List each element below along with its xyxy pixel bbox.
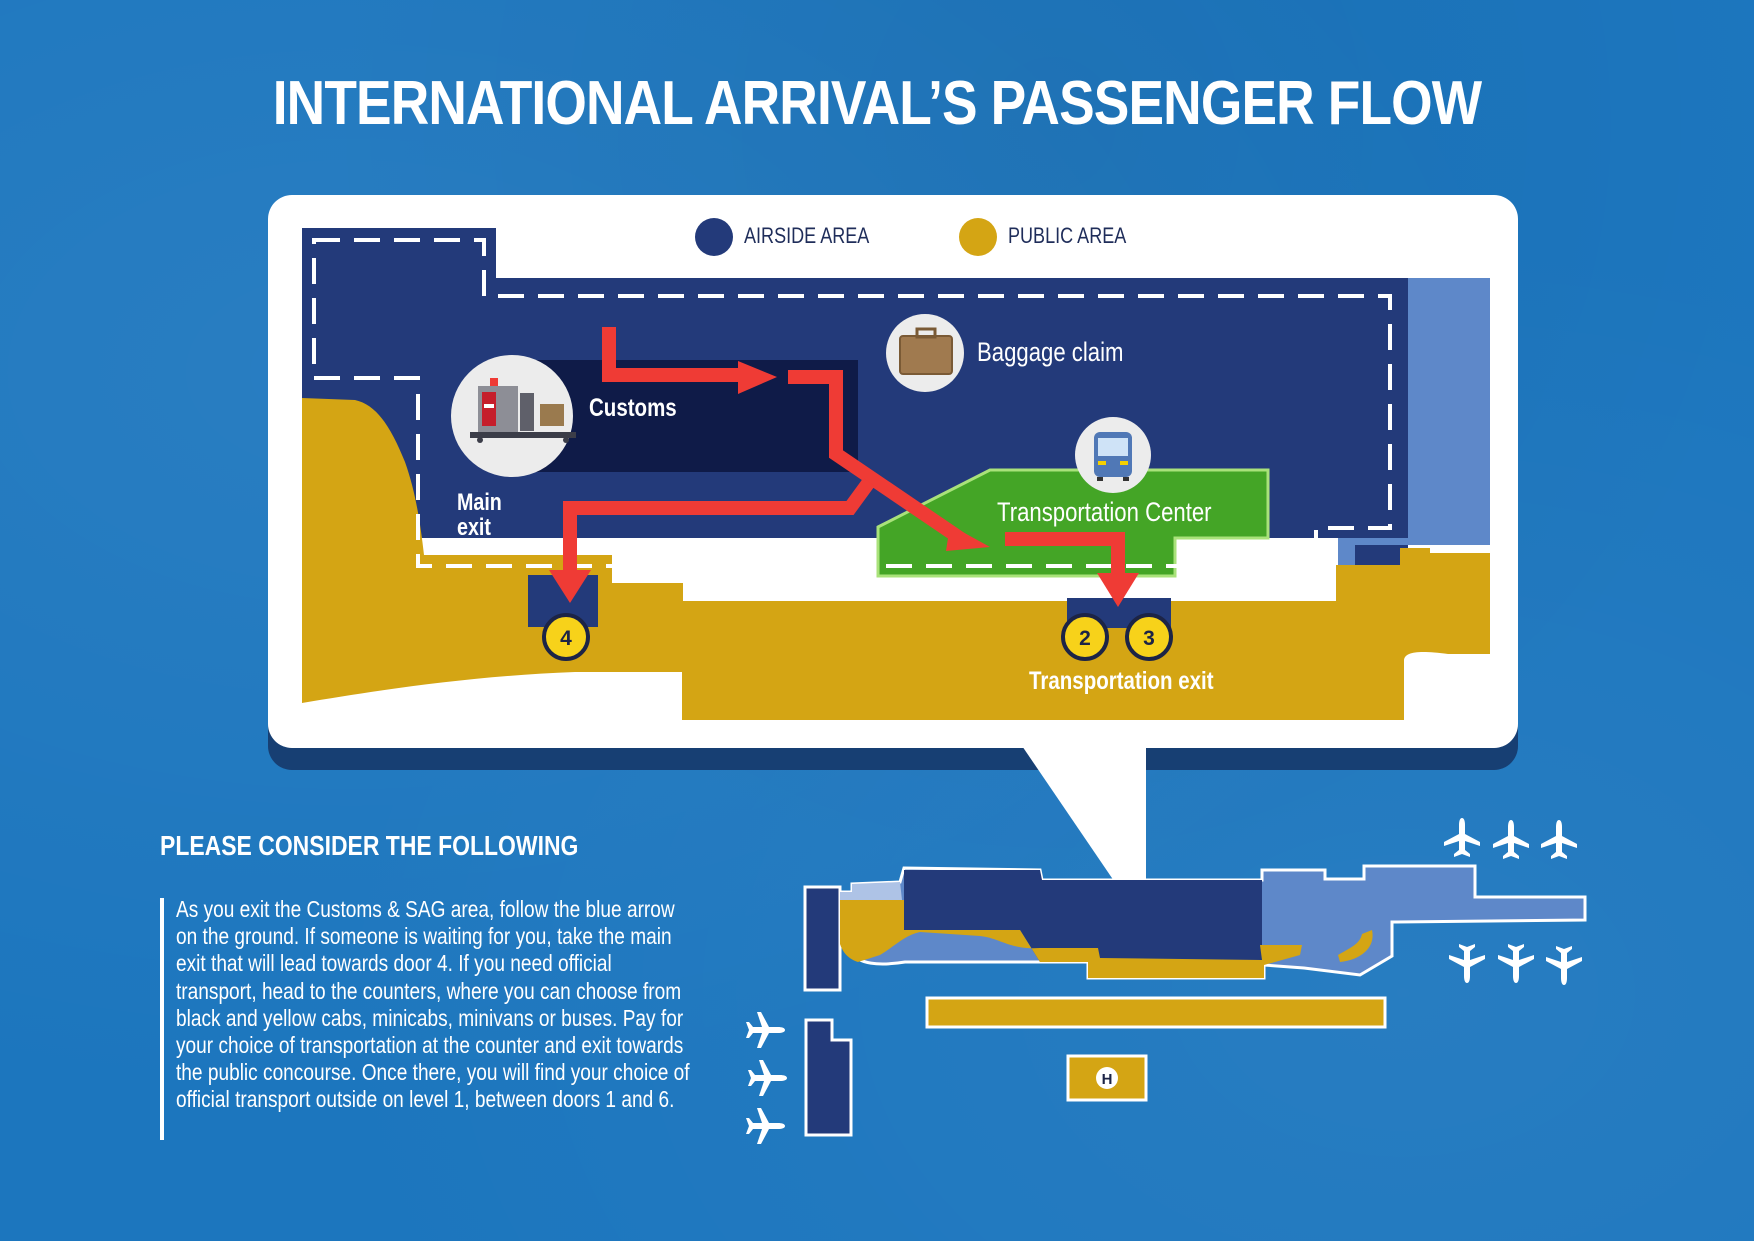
suitcase-icon	[886, 314, 964, 392]
legend-airside-label: AIRSIDE AREA	[744, 223, 870, 248]
bus-icon	[1075, 417, 1151, 493]
airplane-icon	[746, 1108, 785, 1144]
transportation-center	[876, 468, 1270, 578]
airplane-icon	[746, 1012, 785, 1048]
customs-label: Customs	[589, 394, 677, 422]
door-4-badge: 4	[542, 613, 590, 661]
arrow-to-main-exit	[563, 477, 875, 576]
passenger-route-boundary	[312, 238, 1392, 568]
helipad-label: H	[1102, 1071, 1113, 1088]
main-exit-line1: Main	[457, 489, 502, 516]
airplane-icon	[1444, 818, 1480, 857]
overview-map: H	[803, 864, 1587, 1137]
transportation-center-label: Transportation Center	[997, 497, 1212, 527]
main-exit-label: Main exit	[457, 490, 502, 540]
notes-accent-bar	[160, 898, 164, 1140]
airplane-icon	[748, 1060, 787, 1096]
customs-scanner-icon	[451, 355, 576, 477]
page-title: INTERNATIONAL ARRIVAL’S PASSENGER FLOW	[272, 69, 1482, 138]
door-2-badge: 2	[1061, 613, 1109, 661]
arrowhead-transport-center	[946, 525, 990, 551]
overview-curve-public	[1338, 930, 1373, 962]
airplane-icon	[1546, 946, 1582, 985]
overview-public	[840, 900, 1302, 978]
door-3-badge: 3	[1125, 613, 1173, 661]
overview-pier-left-top	[803, 885, 842, 992]
arrowhead-customs	[738, 361, 777, 394]
overview-airside	[904, 870, 1264, 978]
door-4-number: 4	[560, 627, 572, 650]
overview-light-block	[840, 882, 902, 900]
airplane-icon	[1449, 944, 1485, 983]
arrow-to-transport-exit	[1005, 532, 1125, 578]
overview-pier-left-bottom	[804, 1018, 853, 1137]
overview-parking-bar	[925, 996, 1387, 1029]
legend-public-dot	[959, 218, 997, 256]
flow-arrows	[563, 327, 1125, 578]
airplane-icon	[1493, 820, 1529, 859]
transportation-exit-label: Transportation exit	[1029, 667, 1214, 695]
legend-airside-dot	[695, 218, 733, 256]
arrow-to-transport-center	[788, 370, 968, 547]
door-2-number: 2	[1079, 627, 1091, 650]
door-3-number: 3	[1143, 627, 1155, 650]
notes-heading: PLEASE CONSIDER THE FOLLOWING	[160, 830, 579, 861]
notes-body: As you exit the Customs & SAG area, foll…	[176, 896, 690, 1113]
flow-arrowheads	[549, 361, 1139, 607]
light-zone	[1338, 278, 1490, 600]
airplane-icon	[1498, 944, 1534, 983]
airplane-icon	[1541, 820, 1577, 859]
baggage-claim-label: Baggage claim	[977, 337, 1124, 367]
arrow-to-customs	[602, 327, 740, 382]
main-exit-line2: exit	[457, 514, 491, 541]
arrowhead-main-exit	[549, 570, 591, 603]
arrowhead-transport-exit	[1097, 573, 1139, 607]
helipad-circle	[1096, 1067, 1118, 1089]
public-area	[302, 398, 1490, 720]
legend-public-label: PUBLIC AREA	[1008, 223, 1127, 248]
